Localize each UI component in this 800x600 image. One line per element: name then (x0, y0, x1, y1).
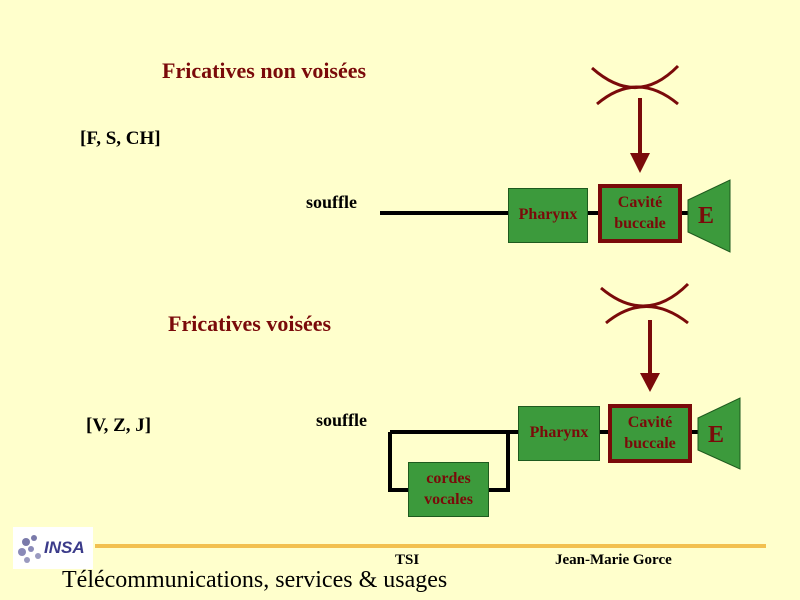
insa-logo-text: INSA (44, 538, 85, 557)
insa-logo (13, 527, 93, 569)
cords-return-path (489, 432, 510, 492)
output-label-1: E (698, 203, 715, 229)
pharynx-label-1: Pharynx (518, 206, 578, 224)
cords-label-line2: vocales (424, 490, 473, 508)
output-horn-2 (697, 397, 741, 470)
source-label-1: souffle (306, 192, 357, 212)
section-title-voiced: Fricatives voisées (168, 311, 332, 336)
cords-label-line1: cordes (426, 469, 471, 487)
source-label-2: souffle (316, 410, 367, 430)
phoneme-list-unvoiced: [F, S, CH] (80, 128, 161, 149)
cavity-label-line1-1: Cavité (617, 193, 663, 211)
cavity-label-line2-2: buccale (624, 434, 676, 452)
cords-bypass-path (388, 432, 408, 492)
constriction-icon-2 (600, 282, 690, 325)
oral-cavity-box-2: Cavité buccale (608, 404, 692, 463)
cavity-label-line1-2: Cavité (627, 413, 673, 431)
cavity-label-line2-1: buccale (614, 214, 666, 232)
output-label-2: E (708, 422, 725, 448)
output-horn-1 (687, 179, 731, 253)
pharynx-box-2: Pharynx (518, 406, 600, 461)
section-title-unvoiced: Fricatives non voisées (162, 58, 367, 83)
footer-subtitle: Télécommunications, services & usages (62, 567, 448, 593)
oral-cavity-box-1: Cavité buccale (598, 184, 682, 243)
pharynx-box-1: Pharynx (508, 188, 588, 243)
phoneme-list-voiced: [V, Z, J] (86, 415, 152, 436)
footer-author: Jean-Marie Gorce (555, 552, 672, 568)
constriction-icon-1 (591, 64, 680, 106)
footer-course: TSI (395, 552, 420, 568)
arrow-head-2 (640, 373, 660, 392)
pharynx-label-2: Pharynx (529, 424, 589, 442)
arrow-head-1 (630, 153, 650, 173)
vocal-cords-box: cordes vocales (408, 462, 489, 517)
